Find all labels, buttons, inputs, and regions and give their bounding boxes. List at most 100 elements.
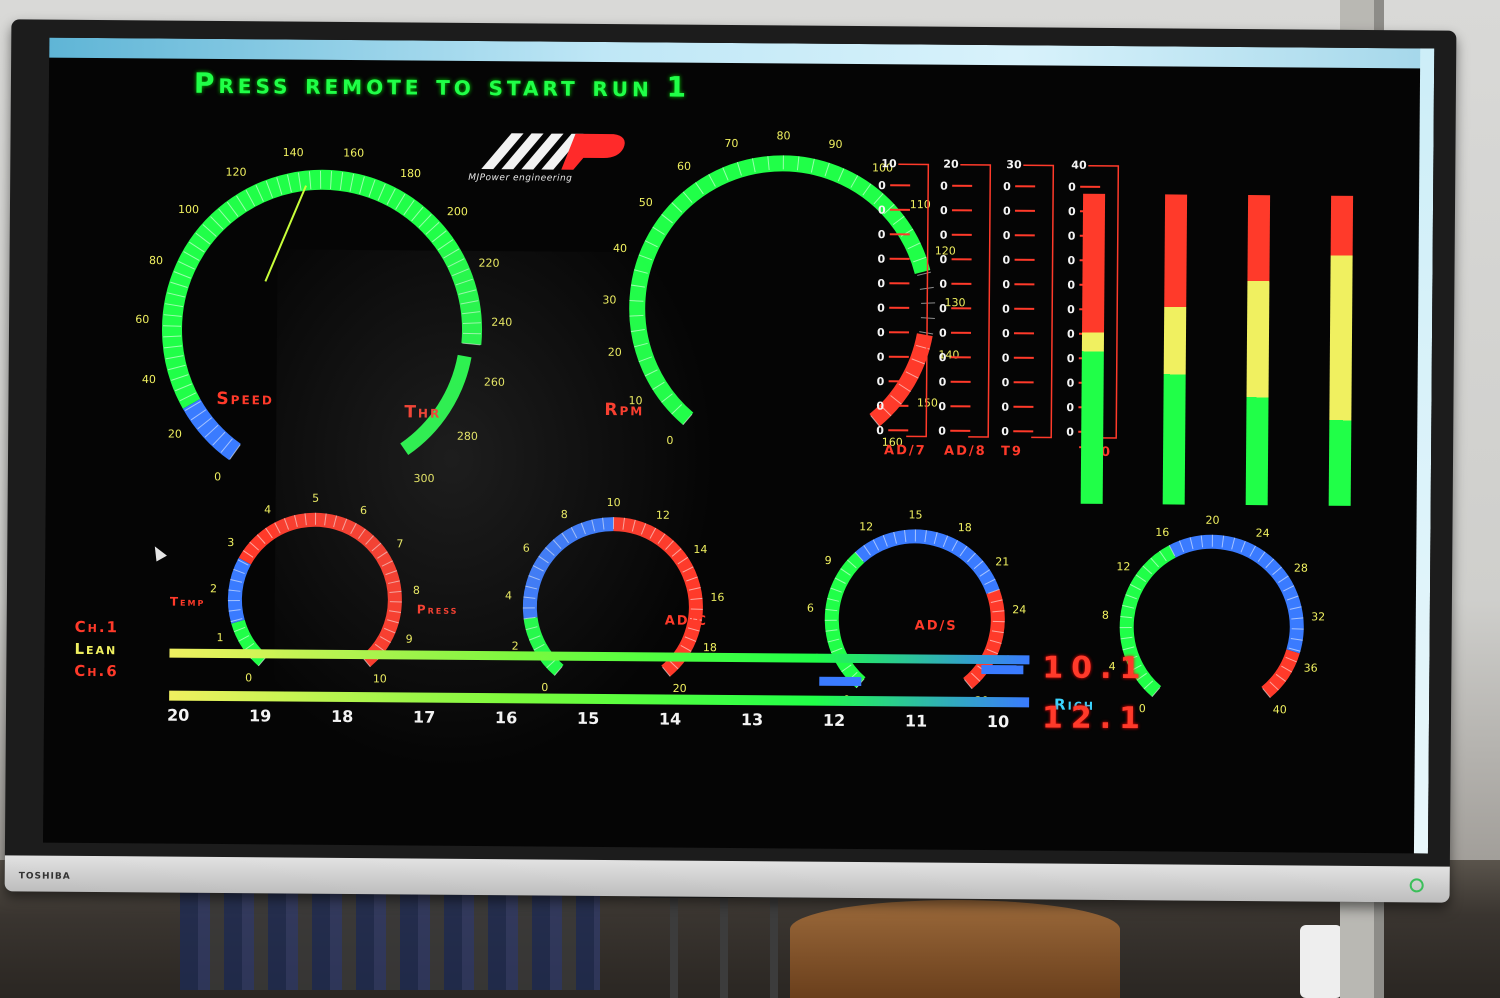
temp-tick-label: 8 <box>413 584 420 597</box>
rpm-tick-label: 150 <box>917 396 938 409</box>
gauge-tick <box>708 173 716 187</box>
tv-bezel: TOSHIBA Press remote to start run 1 MJPo… <box>4 19 1457 903</box>
column-footer: AD/7 <box>884 443 927 458</box>
ads-label: AD/S <box>915 618 958 633</box>
rpm-label: Rpm <box>604 400 644 420</box>
adc-tick-label: 2 <box>512 640 519 653</box>
gauge-tick <box>195 232 211 245</box>
gauge-tick <box>238 635 250 642</box>
gauge-tick <box>229 444 241 460</box>
adc-tick-label: 10 <box>607 496 621 509</box>
afr-scale-number: 16 <box>494 708 518 728</box>
gauge-tick <box>371 542 382 552</box>
gauge-tick <box>967 552 976 563</box>
gauge-tick <box>649 527 657 539</box>
afr-scale-number: 14 <box>658 709 682 729</box>
ads-tick-label: 6 <box>807 602 814 615</box>
temp-arc <box>238 512 402 667</box>
tv-stand <box>670 880 790 998</box>
gauge-tick <box>552 539 562 550</box>
gauge-tick <box>989 639 1002 644</box>
gauge-tick <box>1286 595 1299 601</box>
gauge-tick <box>942 535 949 548</box>
gauge-tick <box>387 619 399 624</box>
gauge-tick <box>230 579 243 583</box>
gauge-tick <box>1168 544 1176 557</box>
gauge-tick <box>602 517 605 530</box>
rpm-tick-label: 20 <box>608 346 622 359</box>
column-value: 0 <box>1002 352 1010 365</box>
gauge-tick <box>171 374 189 381</box>
gauge-tick <box>686 576 698 582</box>
gauge-tick <box>377 551 388 559</box>
column-footer: T9 <box>1001 444 1023 459</box>
afr-tick-label: 32 <box>1311 610 1325 623</box>
column-value: 0 <box>1003 205 1011 218</box>
gauge-tick <box>1125 594 1137 600</box>
gauge-tick <box>237 559 249 566</box>
gauge-tick <box>297 172 302 191</box>
column-value: 0 <box>1002 303 1010 316</box>
gauge-tick <box>736 161 742 176</box>
gauge-tick <box>661 213 673 224</box>
gauge-tick <box>174 383 192 392</box>
gauge-tick <box>333 515 338 528</box>
gauge-tick <box>905 371 919 379</box>
ch1-readout: 10.1 <box>1042 650 1149 687</box>
gauge-tick <box>990 599 1003 603</box>
temp-tick-label: 2 <box>210 582 217 595</box>
gauge-tick <box>684 636 697 642</box>
gauge-tick <box>690 597 703 601</box>
rpm-tick-label: 90 <box>828 138 842 151</box>
afr-scale-number: 20 <box>166 705 190 725</box>
gauge-tick <box>979 569 991 577</box>
gauge-tick <box>256 534 266 544</box>
ch6-label: Ch.6 <box>74 661 119 681</box>
column-value: 0 <box>877 302 885 315</box>
gauge-tick <box>189 241 205 253</box>
gauge-tick <box>1143 680 1154 690</box>
tv-brand: TOSHIBA <box>18 871 71 882</box>
column-value: 0 <box>940 253 948 266</box>
level-bar <box>1245 195 1271 506</box>
ads-tick-label: 24 <box>1012 603 1026 616</box>
gauge-tick <box>184 401 201 412</box>
gauge-tick <box>230 618 243 623</box>
gauge-tick <box>228 609 241 612</box>
gauge-tick <box>167 364 186 371</box>
workshop-clutter <box>180 880 600 990</box>
gauge-tick <box>163 335 182 338</box>
gauge-tick <box>178 261 195 270</box>
rpm-tick-label: 60 <box>677 160 691 173</box>
gauge-tick <box>1122 604 1135 609</box>
speed-tick-label: 120 <box>225 166 246 179</box>
ch1-label: Ch.1 <box>74 617 120 637</box>
bottle <box>1300 925 1342 998</box>
gauge-tick <box>873 193 884 205</box>
temp-tick-label: 6 <box>360 504 367 517</box>
gauge-tick <box>933 532 938 545</box>
gauge-tick <box>341 518 348 531</box>
speed-arc-blue <box>182 398 242 461</box>
speed-tick-label: 180 <box>400 167 421 180</box>
gauge-tick <box>304 513 307 526</box>
gauge-tick <box>1257 551 1266 562</box>
rpm-tick-label: 100 <box>872 161 893 174</box>
gauge-tick <box>671 548 682 557</box>
gauge-tick <box>1136 672 1147 681</box>
column-value: 0 <box>1067 352 1075 365</box>
gauge-tick <box>893 531 897 544</box>
gauge-tick <box>418 214 432 228</box>
speed-tick-label: 60 <box>135 313 149 326</box>
column-value: 0 <box>1068 230 1076 243</box>
rpm-tick-label: 40 <box>613 242 627 255</box>
adc-tick-label: 4 <box>505 589 512 602</box>
gauge-tick <box>1125 655 1138 662</box>
temp-tick-label: 7 <box>396 537 403 550</box>
column-bracket <box>960 164 992 438</box>
gauge-tick <box>827 598 840 602</box>
gauge-tick <box>1231 537 1236 550</box>
gauge-tick <box>403 199 415 216</box>
adc-arc <box>523 616 564 676</box>
